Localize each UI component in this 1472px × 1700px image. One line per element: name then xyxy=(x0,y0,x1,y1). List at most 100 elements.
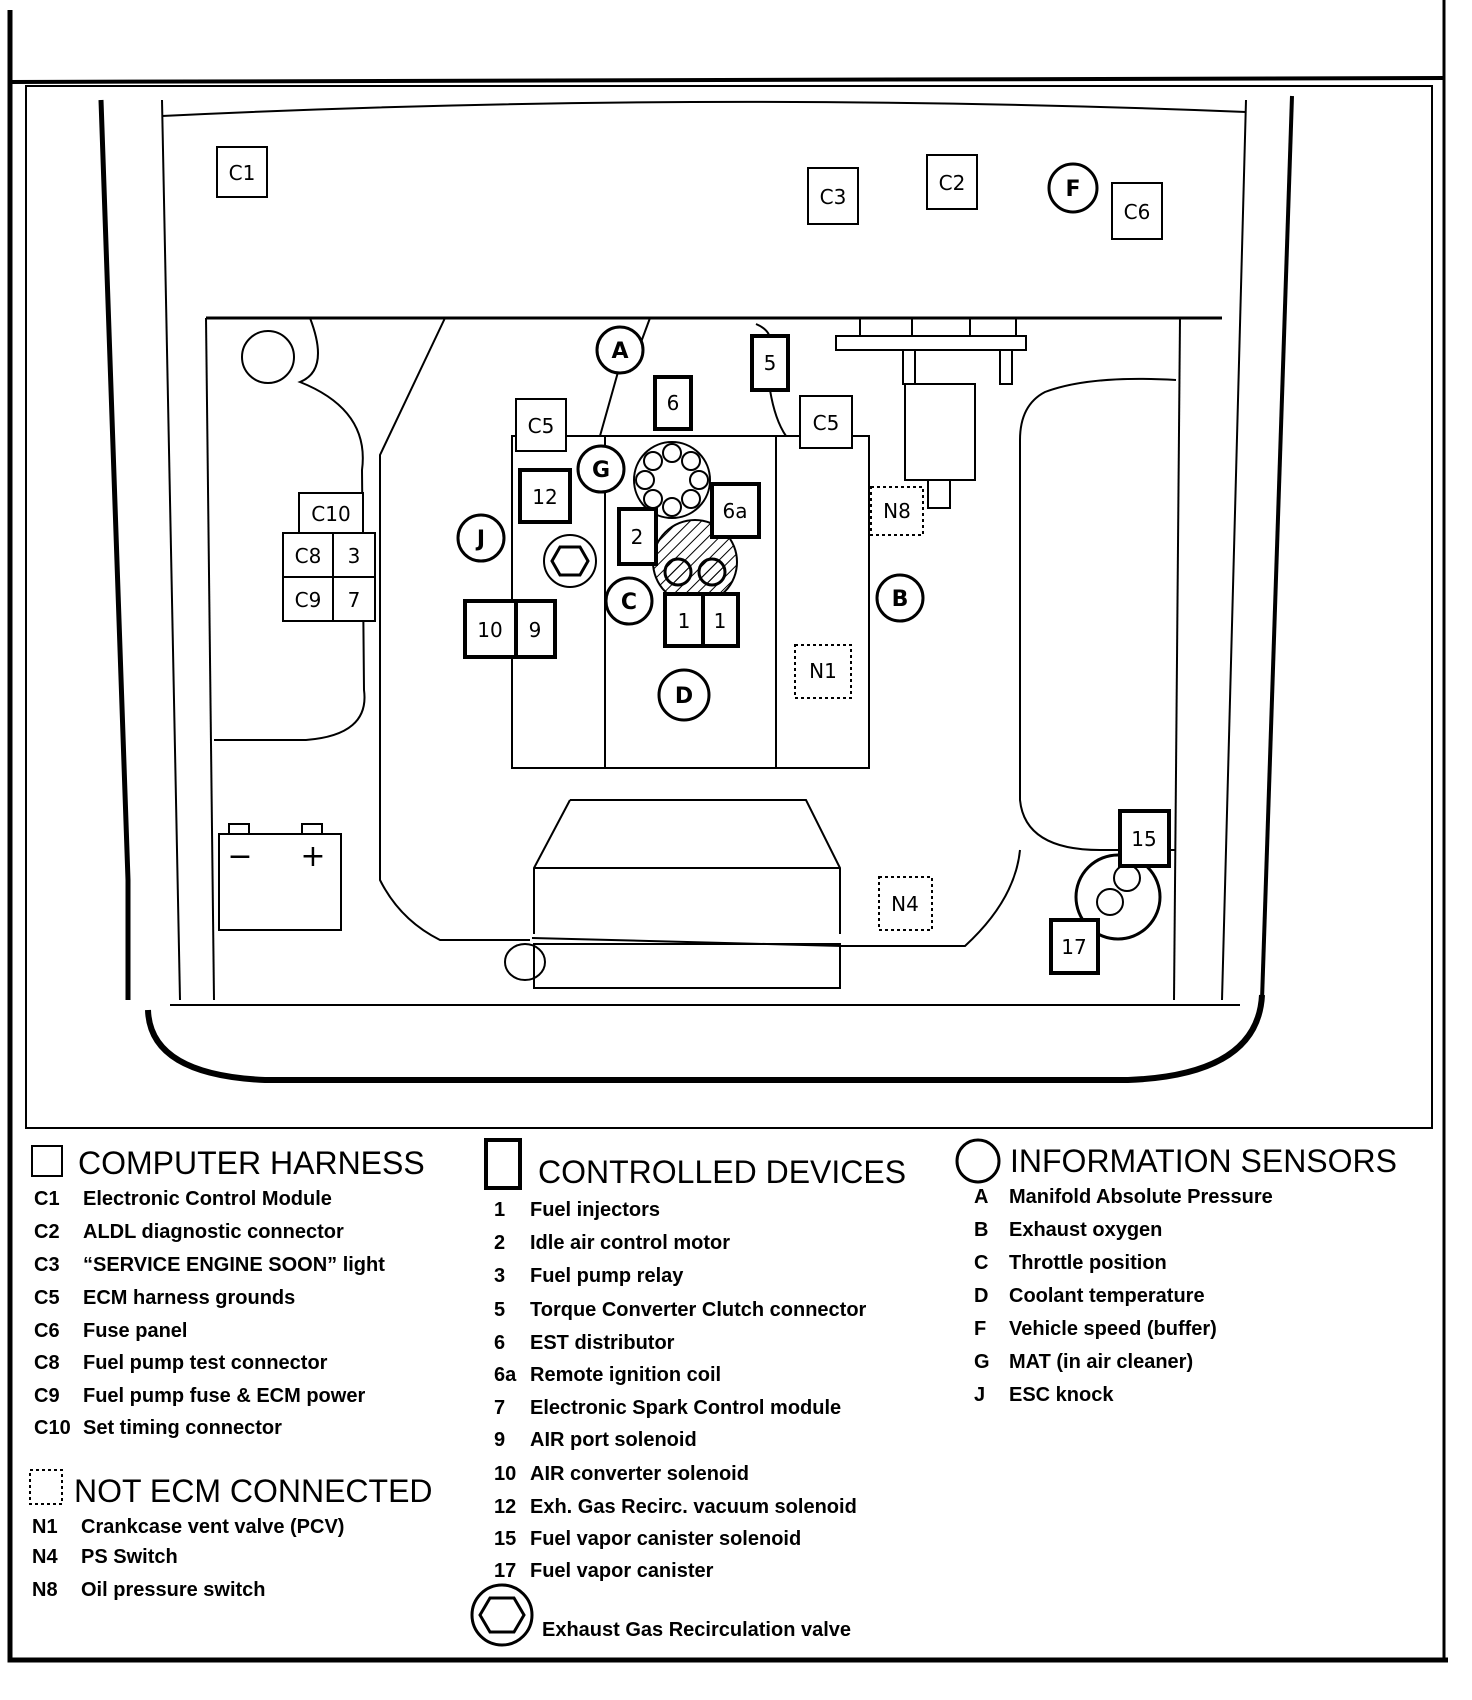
svg-text:C3: C3 xyxy=(820,185,847,209)
svg-text:F: F xyxy=(1065,177,1080,202)
svg-text:N4: N4 xyxy=(891,892,919,916)
sensor-c-marker: C xyxy=(604,576,654,626)
canister-port-bottom xyxy=(1096,888,1124,916)
svg-text:J: J xyxy=(974,1384,985,1406)
legend-sensors-title: INFORMATION SENSORS xyxy=(1010,1143,1397,1179)
svg-text:1: 1 xyxy=(494,1199,505,1221)
canister-port-top xyxy=(1113,864,1141,892)
c2-box: C2 xyxy=(926,154,978,210)
d9-box: 9 xyxy=(514,599,557,659)
svg-text:J: J xyxy=(475,527,485,552)
svg-text:12: 12 xyxy=(532,485,557,509)
d3-box: 3 xyxy=(332,532,376,578)
post-right xyxy=(999,349,1013,385)
svg-text:C10: C10 xyxy=(311,502,350,526)
svg-text:10: 10 xyxy=(494,1463,516,1485)
n1-box: N1 xyxy=(794,644,852,699)
svg-text:Exh. Gas Recirc. vacuum soleno: Exh. Gas Recirc. vacuum solenoid xyxy=(530,1496,857,1518)
legend-not-ecm-swatch xyxy=(29,1469,63,1505)
strut-tower-right xyxy=(1019,377,1177,851)
svg-text:7: 7 xyxy=(494,1397,505,1419)
d6a-box: 6a xyxy=(710,482,761,539)
c6-box: C6 xyxy=(1111,182,1163,240)
svg-text:D: D xyxy=(974,1285,988,1307)
svg-text:C8: C8 xyxy=(34,1352,60,1374)
c9-box: C9 xyxy=(282,576,334,622)
n8-box: N8 xyxy=(870,486,924,536)
svg-text:N8: N8 xyxy=(883,499,911,523)
svg-text:AIR converter solenoid: AIR converter solenoid xyxy=(530,1463,749,1485)
svg-text:MAT (in air cleaner): MAT (in air cleaner) xyxy=(1009,1351,1193,1373)
svg-text:3: 3 xyxy=(348,544,361,568)
tcc-wire-lower xyxy=(769,389,787,437)
svg-text:N1: N1 xyxy=(32,1516,58,1538)
strut-right xyxy=(1173,317,1181,1001)
radiator-core xyxy=(533,943,841,989)
legend-sensors-swatch xyxy=(955,1138,1001,1184)
fender-left-outer xyxy=(98,99,131,1000)
svg-text:1: 1 xyxy=(678,609,691,633)
svg-text:17: 17 xyxy=(1061,935,1086,959)
svg-text:ESC knock: ESC knock xyxy=(1009,1384,1114,1406)
svg-text:10: 10 xyxy=(477,618,502,642)
svg-text:AIR port solenoid: AIR port solenoid xyxy=(530,1429,697,1451)
svg-text:Fuel vapor canister solenoid: Fuel vapor canister solenoid xyxy=(530,1528,801,1550)
svg-text:Oil pressure switch: Oil pressure switch xyxy=(81,1579,266,1601)
svg-text:B: B xyxy=(974,1219,988,1241)
svg-text:1: 1 xyxy=(714,609,727,633)
svg-text:C8: C8 xyxy=(295,544,322,568)
sensor-j-marker: J xyxy=(456,513,506,563)
d15-box: 15 xyxy=(1118,809,1171,868)
d10-box: 10 xyxy=(463,599,518,659)
egr-valve xyxy=(543,534,597,588)
fender-left-inner xyxy=(161,99,181,1001)
svg-text:ALDL diagnostic connector: ALDL diagnostic connector xyxy=(83,1221,344,1243)
svg-text:C5: C5 xyxy=(34,1287,60,1309)
svg-text:EST distributor: EST distributor xyxy=(530,1332,675,1354)
sensor-g-marker: G xyxy=(576,444,626,494)
svg-text:C9: C9 xyxy=(295,588,322,612)
svg-text:N1: N1 xyxy=(809,659,837,683)
svg-text:C2: C2 xyxy=(34,1221,60,1243)
battery xyxy=(218,833,342,931)
svg-text:12: 12 xyxy=(494,1496,516,1518)
svg-text:2: 2 xyxy=(494,1232,505,1254)
c5a-box: C5 xyxy=(515,398,567,452)
d1b-box: 1 xyxy=(701,592,740,648)
svg-text:C: C xyxy=(621,590,637,615)
air-cleaner-bracket xyxy=(835,335,1027,351)
sensor-f-marker: F xyxy=(1047,162,1099,214)
svg-text:9: 9 xyxy=(494,1429,505,1451)
strut-mount-left xyxy=(241,330,295,384)
svg-text:C10: C10 xyxy=(34,1417,71,1439)
svg-text:Throttle position: Throttle position xyxy=(1009,1252,1167,1274)
svg-text:2: 2 xyxy=(631,525,644,549)
svg-text:Fuel injectors: Fuel injectors xyxy=(530,1199,660,1221)
svg-text:6: 6 xyxy=(494,1332,505,1354)
legend-harness-title: COMPUTER HARNESS xyxy=(78,1145,425,1181)
d5-box: 5 xyxy=(750,334,790,392)
svg-text:Fuel pump test connector: Fuel pump test connector xyxy=(83,1352,328,1374)
svg-text:5: 5 xyxy=(494,1299,505,1321)
svg-text:C5: C5 xyxy=(528,414,555,438)
d2-box: 2 xyxy=(617,507,658,566)
svg-text:5: 5 xyxy=(764,351,777,375)
strut-tower-left xyxy=(206,317,366,741)
legend-harness-swatch xyxy=(31,1145,63,1177)
mat-hose-lower xyxy=(599,371,619,437)
svg-text:C3: C3 xyxy=(34,1254,60,1276)
legend-devices-swatch xyxy=(484,1138,522,1190)
svg-text:6: 6 xyxy=(667,391,680,415)
diagram-border xyxy=(25,85,1433,1129)
legend-devices-title: CONTROLLED DEVICES xyxy=(538,1154,906,1190)
fender-right-outer xyxy=(1260,95,1294,1001)
svg-text:17: 17 xyxy=(494,1560,516,1582)
strut-left xyxy=(205,317,215,1001)
svg-text:Crankcase vent valve (PCV): Crankcase vent valve (PCV) xyxy=(81,1516,344,1538)
svg-text:15: 15 xyxy=(494,1528,516,1550)
